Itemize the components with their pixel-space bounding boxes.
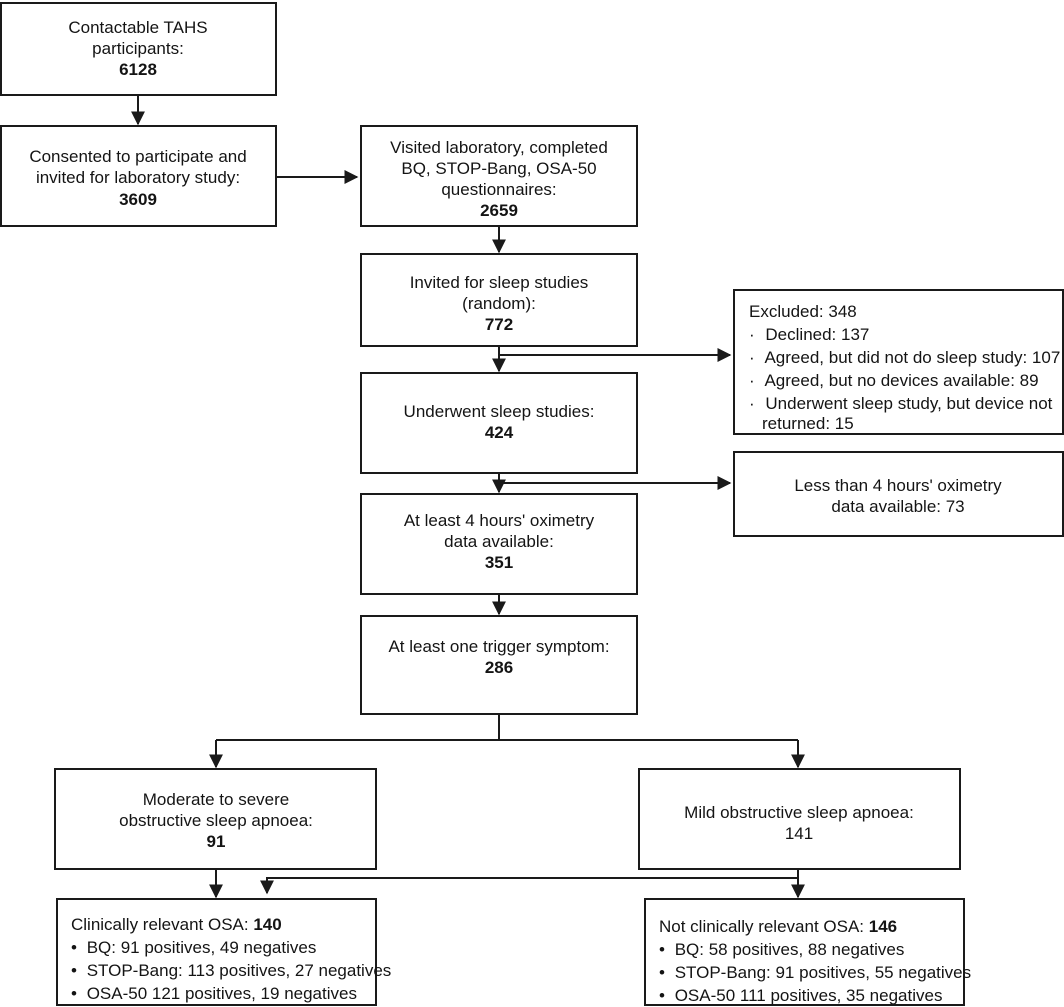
node-invited-sleep-studies-line2: (random): — [462, 294, 536, 313]
node-not-clinically-relevant-bullet-2: • STOP-Bang: 91 positives, 55 negatives — [659, 963, 971, 982]
node-consented-line2: invited for laboratory study: — [36, 168, 240, 187]
clinically-relevant-heading-label: Clinically relevant OSA: — [71, 915, 253, 934]
node-excluded-bullet-1: · Declined: 137 — [749, 325, 869, 344]
clinically-relevant-bullet-glyph-2: • — [71, 961, 77, 980]
not-clinically-relevant-heading-value: 146 — [869, 917, 897, 936]
node-clinically-relevant-osa-heading: Clinically relevant OSA: 140 — [71, 915, 282, 934]
node-consented-value: 3609 — [119, 190, 157, 209]
node-excluded-heading: Excluded: 348 — [749, 302, 857, 321]
node-moderate-to-severe-osa-line1: Moderate to severe — [143, 790, 289, 809]
node-mild-osa-line1: Mild obstructive sleep apnoea: — [684, 803, 914, 822]
not-clinically-relevant-bullet-glyph-3: • — [659, 986, 665, 1005]
node-visited-laboratory-value: 2659 — [480, 201, 518, 220]
node-at-least-4-hours-line2: data available: — [444, 532, 554, 551]
node-at-least-4-hours-value: 351 — [485, 553, 513, 572]
node-clinically-relevant-bullet-2: • STOP-Bang: 113 positives, 27 negatives — [71, 961, 391, 980]
node-invited-sleep-studies-value: 772 — [485, 315, 513, 334]
clinically-relevant-bullet-glyph-3: • — [71, 984, 77, 1003]
not-clinically-relevant-heading-label: Not clinically relevant OSA: — [659, 917, 869, 936]
node-visited-laboratory-line1: Visited laboratory, completed — [390, 138, 608, 157]
node-underwent-sleep-studies — [360, 372, 638, 474]
node-clinically-relevant-bullet-1: • BQ: 91 positives, 49 negatives — [71, 938, 316, 957]
node-contactable-participants-value: 6128 — [119, 60, 157, 79]
node-visited-laboratory-line2: BQ, STOP-Bang, OSA-50 — [401, 159, 596, 178]
node-moderate-to-severe-osa-value: 91 — [207, 832, 226, 851]
node-invited-sleep-studies-line1: Invited for sleep studies — [410, 273, 589, 292]
node-clinically-relevant-osa — [56, 898, 377, 1006]
node-not-clinically-relevant-bullet-3: • OSA-50 111 positives, 35 negatives — [659, 986, 942, 1005]
not-clinically-relevant-bullet-glyph-1: • — [659, 940, 665, 959]
excluded-item-1: Declined: 137 — [765, 325, 869, 344]
node-underwent-sleep-studies-value: 424 — [485, 423, 514, 442]
not-clinically-relevant-item-3: OSA-50 111 positives, 35 negatives — [675, 986, 943, 1005]
excluded-item-2: Agreed, but did not do sleep study: 107 — [764, 348, 1060, 367]
not-clinically-relevant-bullet-glyph-2: • — [659, 963, 665, 982]
node-at-least-4-hours-line1: At least 4 hours' oximetry — [404, 511, 595, 530]
node-not-clinically-relevant-osa-heading: Not clinically relevant OSA: 146 — [659, 917, 897, 936]
node-less-than-4-hours-line1: Less than 4 hours' oximetry — [794, 476, 1002, 495]
node-underwent-sleep-studies-line1: Underwent sleep studies: — [404, 402, 595, 421]
node-contactable-participants — [0, 2, 277, 96]
node-less-than-4-hours — [733, 451, 1064, 537]
node-excluded-item-4-continuation: returned: 15 — [762, 414, 854, 433]
node-clinically-relevant-bullet-3: • OSA-50 121 positives, 19 negatives — [71, 984, 357, 1003]
excluded-bullet-glyph-4: · — [749, 394, 755, 413]
clinically-relevant-heading-value: 140 — [253, 915, 281, 934]
node-trigger-symptom-value: 286 — [485, 658, 513, 677]
node-not-clinically-relevant-osa — [644, 898, 965, 1006]
node-not-clinically-relevant-bullet-1: • BQ: 58 positives, 88 negatives — [659, 940, 904, 959]
clinically-relevant-bullet-glyph-1: • — [71, 938, 77, 957]
connector-mild-to-clinically-relevant — [260, 877, 798, 895]
excluded-item-4: Underwent sleep study, but device not — [765, 394, 1052, 413]
node-excluded — [733, 289, 1064, 435]
excluded-item-3: Agreed, but no devices available: 89 — [764, 371, 1038, 390]
node-visited-laboratory — [360, 125, 638, 227]
not-clinically-relevant-item-1: BQ: 58 positives, 88 negatives — [675, 940, 905, 959]
excluded-bullet-glyph-1: · — [749, 325, 755, 344]
node-excluded-bullet-2: · Agreed, but did not do sleep study: 10… — [749, 348, 1060, 367]
clinically-relevant-item-2: STOP-Bang: 113 positives, 27 negatives — [87, 961, 392, 980]
node-excluded-bullet-4: · Underwent sleep study, but device not — [749, 394, 1053, 413]
node-mild-osa — [638, 768, 961, 870]
node-consented — [0, 125, 277, 227]
node-invited-sleep-studies — [360, 253, 638, 347]
node-moderate-to-severe-osa-line2: obstructive sleep apnoea: — [119, 811, 313, 830]
excluded-bullet-glyph-3: · — [749, 371, 755, 390]
node-contactable-participants-line1: Contactable TAHS — [68, 18, 207, 37]
excluded-bullet-glyph-2: · — [749, 348, 755, 367]
not-clinically-relevant-item-2: STOP-Bang: 91 positives, 55 negatives — [675, 963, 971, 982]
node-trigger-symptom-line1: At least one trigger symptom: — [388, 637, 609, 656]
clinically-relevant-item-3: OSA-50 121 positives, 19 negatives — [87, 984, 357, 1003]
node-moderate-to-severe-osa — [54, 768, 377, 870]
node-excluded-bullet-3: · Agreed, but no devices available: 89 — [749, 371, 1039, 390]
node-consented-line1: Consented to participate and — [29, 147, 246, 166]
node-at-least-4-hours — [360, 493, 638, 595]
node-visited-laboratory-line3: questionnaires: — [441, 180, 556, 199]
node-trigger-symptom — [360, 615, 638, 715]
clinically-relevant-item-1: BQ: 91 positives, 49 negatives — [87, 938, 317, 957]
node-contactable-participants-line2: participants: — [92, 39, 184, 58]
node-less-than-4-hours-line2: data available: 73 — [831, 497, 964, 516]
node-mild-osa-value: 141 — [785, 824, 813, 843]
